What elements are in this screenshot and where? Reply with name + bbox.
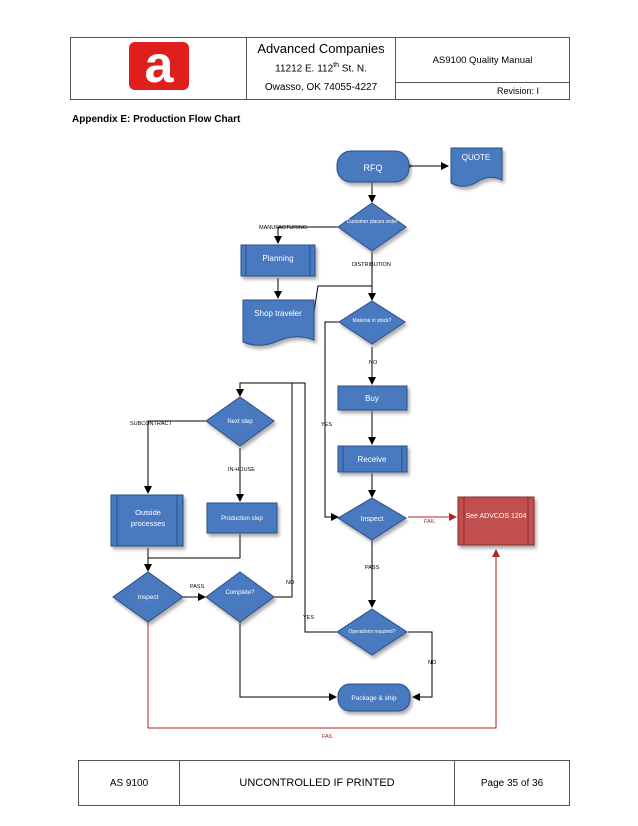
section-title: Appendix E: Production Flow Chart — [72, 114, 241, 125]
subcontract-label: SUBCONTRACT — [130, 421, 173, 427]
connector — [148, 534, 241, 559]
svg-text:Inspect: Inspect — [361, 516, 384, 523]
fail-connector — [147, 549, 500, 729]
package-ship-node: Package & ship — [337, 683, 411, 712]
fail-label: FAIL — [424, 519, 435, 525]
inspect-main-node: Inspect — [337, 497, 407, 541]
address-line-1: 11212 E. 112th St. N. — [275, 62, 367, 75]
connector — [408, 631, 433, 701]
planning-node: Planning — [240, 244, 316, 277]
document-footer: AS 9100 UNCONTROLLED IF PRINTED Page 35 … — [78, 760, 570, 806]
no-label: NO — [286, 580, 295, 586]
production-step-node: Production step — [206, 502, 278, 534]
svg-text:RFQ: RFQ — [364, 163, 383, 173]
receive-node: Receive — [337, 445, 408, 473]
svg-text:Production step: Production step — [221, 516, 263, 522]
buy-node: Buy — [337, 385, 408, 411]
connector — [274, 226, 340, 244]
svg-text:Customer places order: Customer places order — [347, 219, 398, 225]
svg-text:Material in stock?: Material in stock? — [353, 318, 392, 324]
connector — [236, 382, 338, 633]
customer-places-order-label: Customer places order — [347, 219, 398, 225]
company-info-cell: Advanced Companies 11212 E. 112th St. N.… — [246, 37, 396, 100]
fail-lines — [147, 513, 500, 729]
pass-label: PASS — [190, 584, 205, 590]
outside-processes-node: Outside processes — [110, 494, 184, 547]
connector — [239, 622, 337, 701]
no-label: NO — [428, 660, 437, 666]
in-house-label: IN-HOUSE — [228, 467, 255, 473]
footer-standard: AS 9100 — [78, 760, 180, 806]
connector-labels: MANUFACTURING DISTRIBUTION NO YES FAIL P… — [130, 225, 437, 740]
company-logo: a — [128, 36, 189, 94]
complete-node: Complete? — [205, 571, 275, 623]
svg-text:Package & ship: Package & ship — [351, 695, 397, 702]
connector — [313, 285, 372, 313]
pass-label: PASS — [365, 565, 380, 571]
see-advcos-label: See ADVCOS 1204 — [465, 513, 526, 520]
connector-lines — [144, 162, 449, 701]
quote-node: QUOTE — [450, 147, 503, 187]
svg-text:Inspect: Inspect — [138, 594, 159, 601]
material-in-stock-node: Material in stock? — [338, 300, 406, 345]
svg-text:Receive: Receive — [358, 455, 387, 464]
connector — [324, 321, 340, 521]
logo-letter: a — [144, 40, 174, 92]
customer-places-order-node: Customer places order — [337, 202, 407, 252]
connector — [274, 383, 293, 598]
svg-text:Planning: Planning — [262, 254, 293, 263]
rfq-node: RFQ — [336, 150, 410, 183]
distribution-label: DISTRIBUTION — [352, 262, 391, 268]
next-step-node: Next step — [205, 396, 275, 447]
see-advcos-node: See ADVCOS 1204 — [457, 496, 535, 546]
company-name: Advanced Companies — [257, 41, 385, 57]
svg-text:QUOTE: QUOTE — [462, 153, 490, 162]
shop-traveler-node: Shop traveler — [242, 299, 315, 346]
svg-text:Outside: Outside — [135, 508, 161, 517]
address-line-2: Owasso, OK 74055-4227 — [264, 81, 378, 93]
yes-label: YES — [321, 422, 332, 428]
no-label: NO — [369, 360, 378, 366]
footer-notice: UNCONTROLLED IF PRINTED — [179, 760, 455, 806]
svg-text:Complete?: Complete? — [225, 590, 255, 596]
document-header: a Advanced Companies 11212 E. 112th St. … — [70, 36, 570, 100]
svg-text:Buy: Buy — [365, 394, 379, 403]
fail-label: FAIL — [322, 734, 333, 740]
manufacturing-label: MANUFACTURING — [259, 225, 307, 231]
manual-title: AS9100 Quality Manual — [395, 37, 570, 83]
svg-text:Shop traveler: Shop traveler — [254, 309, 302, 318]
connector — [144, 420, 206, 494]
svg-text:Operations required?: Operations required? — [349, 629, 396, 635]
svg-text:Next step: Next step — [227, 419, 253, 425]
revision: Revision: I — [395, 82, 570, 100]
svg-text:processes: processes — [131, 519, 165, 528]
yes-label: YES — [303, 615, 314, 621]
footer-page-number: Page 35 of 36 — [454, 760, 570, 806]
inspect-left-node: Inspect — [112, 571, 184, 623]
logo-cell: a — [70, 36, 247, 100]
operations-required-node: Operations required? — [336, 608, 408, 656]
